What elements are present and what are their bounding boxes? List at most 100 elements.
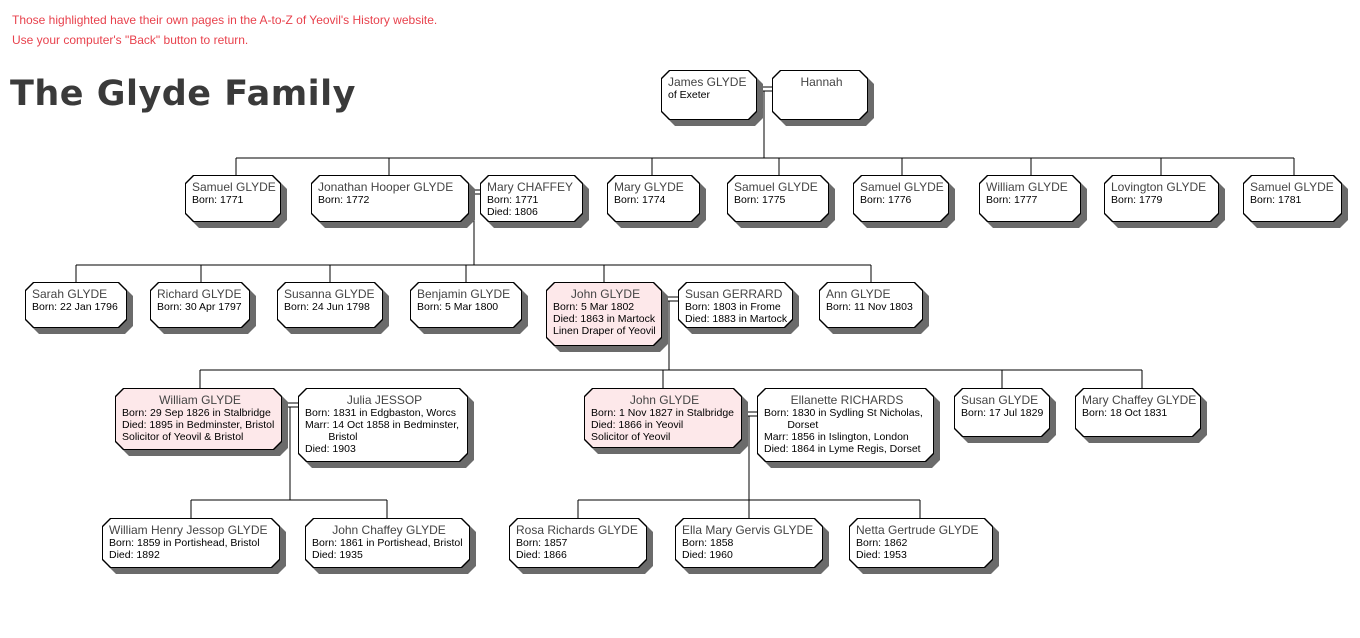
person-detail: Died: 1866 in Yeovil xyxy=(591,419,684,431)
box-fill xyxy=(186,176,280,221)
person-name: Mary GLYDE xyxy=(614,180,684,194)
person-detail: Born: 1830 in Sydling St Nicholas, xyxy=(764,407,923,419)
person-detail: Solicitor of Yeovil & Bristol xyxy=(122,431,244,443)
box-fill xyxy=(278,283,382,327)
person-detail: Born: 1803 in Frome xyxy=(685,301,781,313)
person-name: Mary Chaffey GLYDE xyxy=(1082,393,1197,407)
box-fill xyxy=(547,283,661,345)
box-fill xyxy=(1105,176,1218,221)
box-fill xyxy=(481,176,582,221)
person-name: Susan GERRARD xyxy=(685,287,783,301)
person-name: Benjamin GLYDE xyxy=(417,287,511,301)
person-detail: Marr: 14 Oct 1858 in Bedminster, xyxy=(305,419,460,431)
box-fill xyxy=(116,389,281,449)
page-title: The Glyde Family xyxy=(10,74,356,114)
person-detail: of Exeter xyxy=(668,89,711,101)
person-detail: Died: 1892 xyxy=(109,549,160,561)
box-fill xyxy=(676,519,822,567)
person-name: Netta Gertrude GLYDE xyxy=(856,523,979,537)
person-detail: Dorset xyxy=(764,419,819,431)
person-detail: Born: 1774 xyxy=(614,194,666,206)
person-detail: Died: 1903 xyxy=(305,443,356,455)
person-detail: Born: 17 Jul 1829 xyxy=(961,407,1044,419)
box-fill xyxy=(585,389,741,447)
person-detail: Born: 1771 xyxy=(487,194,539,206)
box-fill xyxy=(608,176,699,221)
person-detail: Bristol xyxy=(305,431,358,443)
person-detail: Born: 1859 in Portishead, Bristol xyxy=(109,537,260,549)
person-detail: Died: 1864 in Lyme Regis, Dorset xyxy=(764,443,921,455)
box-fill xyxy=(850,519,992,567)
person-detail: Born: 1862 xyxy=(856,537,908,549)
box-fill xyxy=(662,71,756,119)
person-name: John Chaffey GLYDE xyxy=(332,523,446,537)
person-detail: Died: 1953 xyxy=(856,549,907,561)
box-fill xyxy=(1244,176,1341,221)
person-detail: Born: 11 Nov 1803 xyxy=(826,301,913,313)
person-name: Susan GLYDE xyxy=(961,393,1039,407)
box-fill xyxy=(728,176,828,221)
person-name: William GLYDE xyxy=(986,180,1068,194)
person-detail: Died: 1866 xyxy=(516,549,567,561)
person-name: Samuel GLYDE xyxy=(192,180,276,194)
person-name: John GLYDE xyxy=(629,393,700,407)
person-name: Ella Mary Gervis GLYDE xyxy=(682,523,814,537)
person-name: William GLYDE xyxy=(159,393,241,407)
person-detail: Born: 1861 in Portishead, Bristol xyxy=(312,537,463,549)
person-name: Samuel GLYDE xyxy=(860,180,944,194)
box-fill xyxy=(773,71,867,119)
person-detail: Died: 1935 xyxy=(312,549,363,561)
person-detail: Born: 5 Mar 1802 xyxy=(553,301,635,313)
person-name: William Henry Jessop GLYDE xyxy=(109,523,268,537)
person-detail: Born: 1777 xyxy=(986,194,1038,206)
box-fill xyxy=(854,176,948,221)
person-name: Mary CHAFFEY xyxy=(487,180,574,194)
person-name: Julia JESSOP xyxy=(346,393,423,407)
box-fill xyxy=(510,519,646,567)
person-detail: Died: 1883 in Martock xyxy=(685,313,788,325)
person-name: Ellanette RICHARDS xyxy=(790,393,904,407)
person-detail: Born: 22 Jan 1796 xyxy=(32,301,118,313)
person-name: Jonathan Hooper GLYDE xyxy=(318,180,454,194)
person-detail: Born: 1776 xyxy=(860,194,912,206)
person-detail: Born: 1831 in Edgbaston, Worcs xyxy=(305,407,456,419)
person-detail: Marr: 1856 in Islington, London xyxy=(764,431,909,443)
person-name: Sarah GLYDE xyxy=(32,287,108,301)
box-fill xyxy=(955,389,1049,436)
